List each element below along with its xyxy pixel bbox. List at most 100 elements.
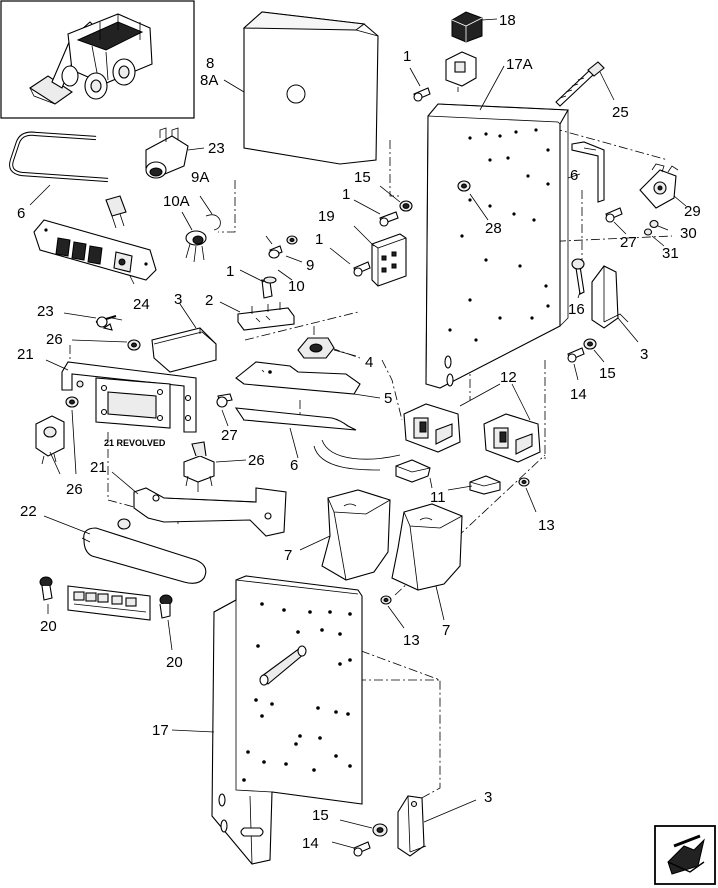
part-cover-7-left [299,489,391,581]
part-rod-6-mid [234,407,357,459]
part-nut-26-top [71,339,141,351]
callout-13: 13 [538,517,555,534]
callout-15: 15 [599,365,616,382]
callout-3: 3 [640,346,648,363]
revolved-label: 21 REVOLVED [104,438,166,448]
part-sensors-12 [403,383,541,463]
callout-24: 24 [133,296,150,313]
callout-6: 6 [17,205,25,222]
part-clip-2 [219,301,295,331]
part-fasteners-15-14-bottom [331,819,388,857]
callout-26: 26 [66,481,83,498]
callout-14: 14 [302,835,319,852]
part-nut-28 [457,180,489,221]
callout-labels: 8 8A 18 1 17A 25 23 6 9A 10A 15 1 19 28 … [17,12,701,852]
part-fasteners-15-1 [353,185,413,227]
part-rod-6-top [9,131,109,206]
part-hex-key-6 [567,141,605,203]
part-plug-20-left [39,576,53,614]
part-switch-26-center [183,441,247,492]
part-bolt-1-mid [329,247,371,277]
callout-21: 21 [90,459,107,476]
part-long-bolt-25 [555,61,615,107]
callout-13: 13 [403,632,420,649]
callout-11: 11 [430,489,446,506]
part-bolt-27-mid [216,393,233,427]
callout-26: 26 [248,452,265,469]
part-clips-11 [395,459,501,495]
part-fasteners-15-14-right [567,338,605,381]
part-key-23 [63,312,123,331]
part-key-switch-23 [145,127,205,179]
part-relay-18 [445,11,498,87]
callout-4: 4 [365,354,373,371]
part-toggle-26-left [35,409,77,475]
callout-23: 23 [37,303,54,320]
part-bolt-1-top [409,67,431,102]
callout-1: 1 [315,231,323,248]
callout-10: 10 [288,278,305,295]
callout-29: 29 [684,203,701,220]
part-bolts-1-9-10 [239,235,303,299]
callout-21: 21 [17,346,34,363]
part-relay-19 [353,225,407,287]
callout-3: 3 [174,291,182,308]
callout-23: 23 [208,140,225,157]
part-block-3-right [591,265,639,343]
callout-17: 17 [152,722,169,739]
part-nut-26-mid [65,396,79,408]
part-bracket-5 [235,361,381,399]
callout-18: 18 [499,12,516,29]
part-panel-17 [171,575,363,865]
callout-1: 1 [226,263,234,280]
callout-25: 25 [612,104,629,121]
part-knob-4 [297,337,357,359]
callout-15: 15 [354,169,371,186]
part-switch-bracket [105,195,127,229]
part-bolt-16 [571,258,585,299]
part-cover-7-right [391,503,463,621]
callout-6: 6 [290,457,298,474]
part-gasket-22 [43,515,207,584]
callout-1: 1 [403,48,411,65]
callout-27: 27 [620,234,637,251]
part-nut-13-upper [518,477,537,513]
alignment-lines [69,70,673,801]
callout-20: 20 [166,654,183,671]
callout-19: 19 [318,208,335,225]
part-bracket-21-top [45,359,197,433]
part-bracket-21-bottom [111,471,287,537]
part-switch-panel-24 [33,219,157,285]
callout-10a: 10A [163,193,190,210]
callout-26: 26 [46,331,63,348]
callout-22: 22 [20,503,37,520]
callout-27: 27 [221,427,238,444]
callout-3: 3 [484,789,492,806]
callout-20: 20 [40,618,57,635]
callout-12: 12 [500,369,517,386]
callout-7: 7 [284,547,292,564]
part-block-3-left [151,303,217,373]
next-page-arrow-icon[interactable] [654,825,716,885]
callout-17a: 17A [506,56,533,73]
callout-31: 31 [662,245,679,262]
callout-16: 16 [568,301,585,318]
callout-15: 15 [312,807,329,824]
loader-thumbnail [0,0,195,119]
callout-2: 2 [205,292,213,309]
part-panel-17a [425,65,569,389]
part-switch-29 [639,163,687,209]
part-block-3-bottom [397,795,477,857]
callout-5: 5 [384,390,392,407]
callout-1: 1 [342,186,350,203]
callout-30: 30 [680,225,697,242]
callout-6: 6 [570,167,578,184]
part-indicator-10a [181,195,221,263]
part-plug-20-right [159,594,173,651]
part-cover-box [223,11,379,165]
callout-14: 14 [570,386,587,403]
callout-28: 28 [485,220,502,237]
callout-9: 9 [306,257,314,274]
callout-8: 8 [206,55,214,72]
